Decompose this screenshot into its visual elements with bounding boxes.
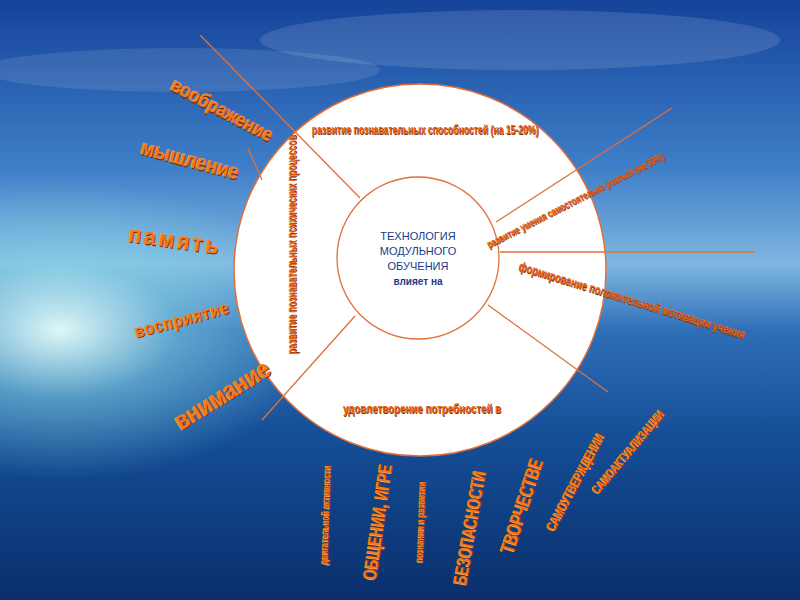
outer-label: БЕЗОПАСНОСТИ bbox=[449, 469, 491, 587]
center-subtitle: влияет на bbox=[393, 276, 442, 287]
sector-text: развитие познавательных способностей (на… bbox=[312, 123, 539, 137]
sector-box: развитие познавательных способностей (на… bbox=[312, 123, 539, 137]
center-title: ТЕХНОЛОГИЯ МОДУЛЬНОГО ОБУЧЕНИЯ bbox=[366, 229, 470, 274]
sector-text: развитие познавательных психических проц… bbox=[285, 136, 299, 355]
outer-label: познании и развитии bbox=[413, 481, 428, 562]
outer-label: двигательной активности bbox=[317, 465, 332, 565]
outer-label: внимание bbox=[168, 353, 276, 437]
sector-box: развитие познавательных психических проц… bbox=[285, 136, 299, 355]
outer-label: восприятие bbox=[132, 297, 232, 343]
outer-label: память bbox=[127, 220, 224, 261]
sector-box: удовлетворение потребностей в bbox=[343, 401, 501, 416]
outer-label: ТВОРЧЕСТВЕ bbox=[496, 456, 548, 557]
outer-label: мышление bbox=[138, 134, 242, 185]
outer-label: ОБЩЕНИИ, ИГРЕ bbox=[359, 463, 397, 581]
divider-lines bbox=[200, 35, 755, 420]
center-circle: ТЕХНОЛОГИЯ МОДУЛЬНОГО ОБУЧЕНИЯ влияет на bbox=[336, 176, 500, 340]
center-content: ТЕХНОЛОГИЯ МОДУЛЬНОГО ОБУЧЕНИЯ влияет на bbox=[336, 176, 500, 340]
sector-text: удовлетворение потребностей в bbox=[343, 401, 501, 416]
circle-outline bbox=[336, 176, 500, 340]
outer-label: САМОАКТУАЛИЗАЦИИ bbox=[589, 407, 668, 497]
